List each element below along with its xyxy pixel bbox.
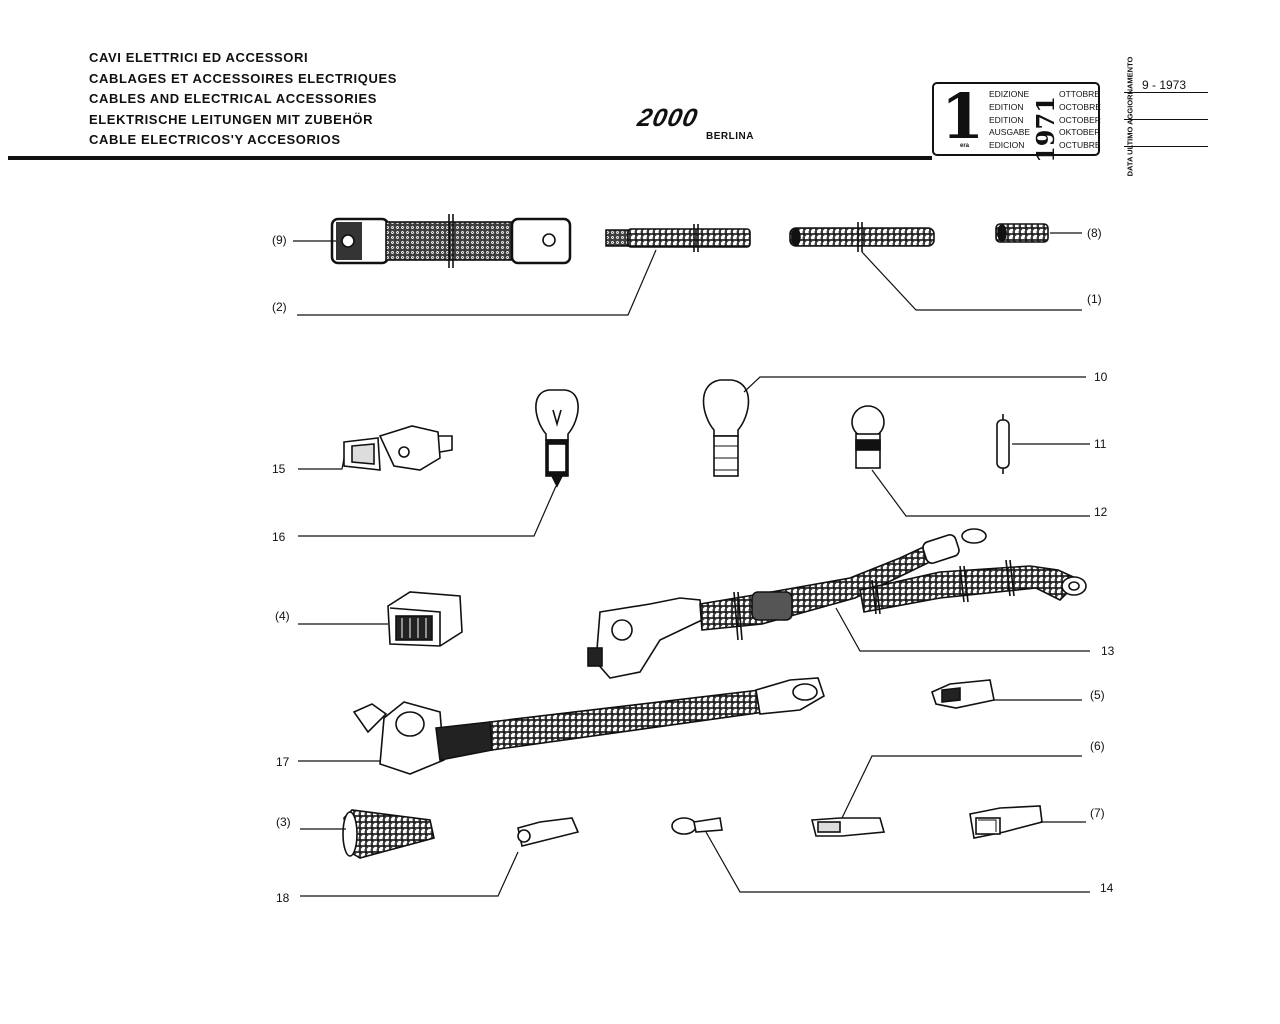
callout-7: (7) — [1090, 806, 1105, 820]
bulb-part — [702, 379, 750, 477]
leader-lines — [293, 232, 1090, 897]
callout-10: 10 — [1094, 370, 1108, 384]
edition-suffix: · — [960, 130, 962, 136]
festoon-bulb-part — [996, 414, 1010, 474]
edition-suffix: ere — [960, 105, 970, 111]
last-update-value: 9 - 1973 — [1142, 78, 1187, 92]
female-terminal-part — [969, 805, 1043, 839]
callout-5: (5) — [1090, 688, 1105, 702]
title-en: CABLES AND ELECTRICAL ACCESSORIES — [89, 91, 378, 106]
bulb-part — [535, 389, 579, 488]
edition-number: 1 — [941, 80, 985, 153]
sleeve-part — [995, 223, 1049, 243]
header-titles: CAVI ELETTRICI ED ACCESSORI CABLAGES ET … — [89, 48, 397, 151]
header-rule — [8, 156, 932, 160]
edition-months: OTTOBRE OCTOBRE OCTOBER OKTOBER OCTUBRE — [1059, 88, 1101, 152]
callout-9: (9) — [272, 233, 287, 247]
title-fr: CABLAGES ET ACCESSOIRES ELECTRIQUES — [89, 70, 397, 86]
rubber-boot-part — [342, 809, 435, 859]
edition-suffix: st — [960, 118, 966, 124]
edition-suffix: era — [960, 143, 970, 149]
callout-17: 17 — [276, 755, 290, 769]
update-line — [1124, 146, 1208, 147]
update-line — [1124, 119, 1208, 120]
crimp-terminal-part — [517, 817, 580, 847]
edition-word: EDITION — [989, 114, 1024, 125]
callout-14: 14 — [1100, 881, 1114, 895]
edition-month: OCTOBER — [1059, 114, 1101, 125]
edition-suffix: a — [960, 92, 964, 98]
callout-11: 11 — [1094, 437, 1107, 451]
bulb-part — [851, 405, 885, 469]
model-sub: BERLINA — [706, 131, 754, 142]
callout-13: 13 — [1101, 644, 1115, 658]
relay-block-part — [387, 591, 463, 647]
edition-word: EDIZIONE — [989, 89, 1030, 99]
terminal-connector-part — [343, 425, 453, 471]
callout-4: (4) — [275, 609, 290, 623]
callout-6: (6) — [1090, 739, 1105, 753]
callout-16: 16 — [272, 530, 286, 544]
callout-12: 12 — [1094, 505, 1108, 519]
title-de: ELEKTRISCHE LEITUNGEN MIT ZUBEHÖR — [89, 111, 374, 127]
battery-cable-part — [587, 528, 1087, 679]
title-it: CAVI ELETTRICI ED ACCESSORI — [89, 50, 309, 65]
edition-word: EDITION — [989, 101, 1024, 112]
edition-box — [932, 82, 1100, 156]
stranded-cable-part — [605, 224, 751, 252]
callout-2: (2) — [272, 300, 287, 314]
update-line — [1124, 92, 1208, 93]
callout-18: 18 — [276, 891, 290, 905]
edition-word: AUSGABE — [989, 127, 1031, 138]
spade-terminal-part — [810, 817, 886, 837]
ground-strap-part — [330, 214, 572, 268]
title-es: CABLE ELECTRICOS'Y ACCESORIOS — [89, 132, 341, 147]
callout-8: (8) — [1087, 226, 1102, 240]
edition-month: OKTOBER — [1059, 127, 1101, 138]
edition-word: EDICION — [989, 140, 1025, 151]
edition-month: OCTOBRE — [1059, 101, 1101, 112]
edition-words: EDIZIONE EDITION EDITION AUSGABE EDICION — [989, 88, 1030, 152]
callout-1: (1) — [1087, 292, 1102, 306]
terminal-part — [931, 679, 995, 709]
battery-clamp-cable-part — [352, 677, 825, 775]
edition-month: OTTOBRE — [1059, 89, 1100, 99]
callout-15: 15 — [272, 462, 286, 476]
ring-terminal-part — [671, 817, 723, 835]
edition-month: OCTUBRE — [1059, 140, 1101, 151]
callout-3: (3) — [276, 815, 291, 829]
cable-part — [789, 222, 935, 252]
